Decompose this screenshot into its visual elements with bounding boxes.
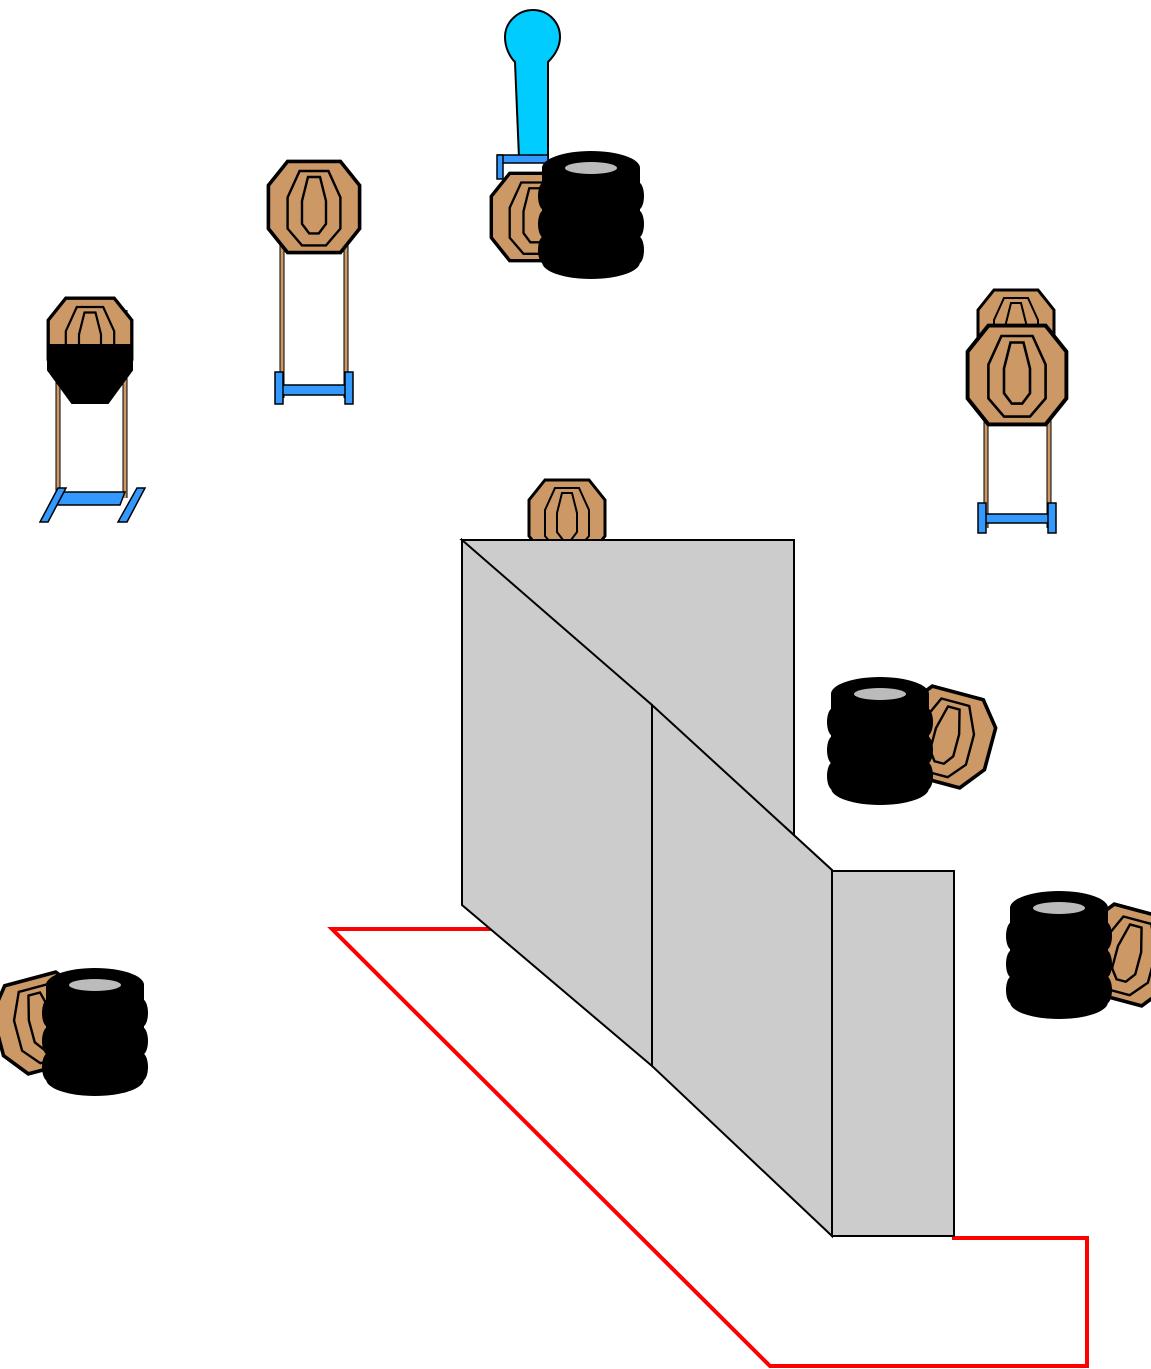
tire-target-right-upper bbox=[827, 677, 1002, 805]
tire-target-left bbox=[0, 967, 148, 1096]
target-stand-upper bbox=[268, 161, 359, 404]
partial-target-stand-left bbox=[40, 298, 145, 522]
tire-target-right-lower bbox=[1006, 891, 1151, 1019]
double-target-stand-right bbox=[968, 290, 1067, 533]
popper-with-tire-target bbox=[491, 10, 644, 279]
wall-end-panel bbox=[832, 871, 954, 1236]
black-no-shoot-portion bbox=[48, 345, 132, 403]
